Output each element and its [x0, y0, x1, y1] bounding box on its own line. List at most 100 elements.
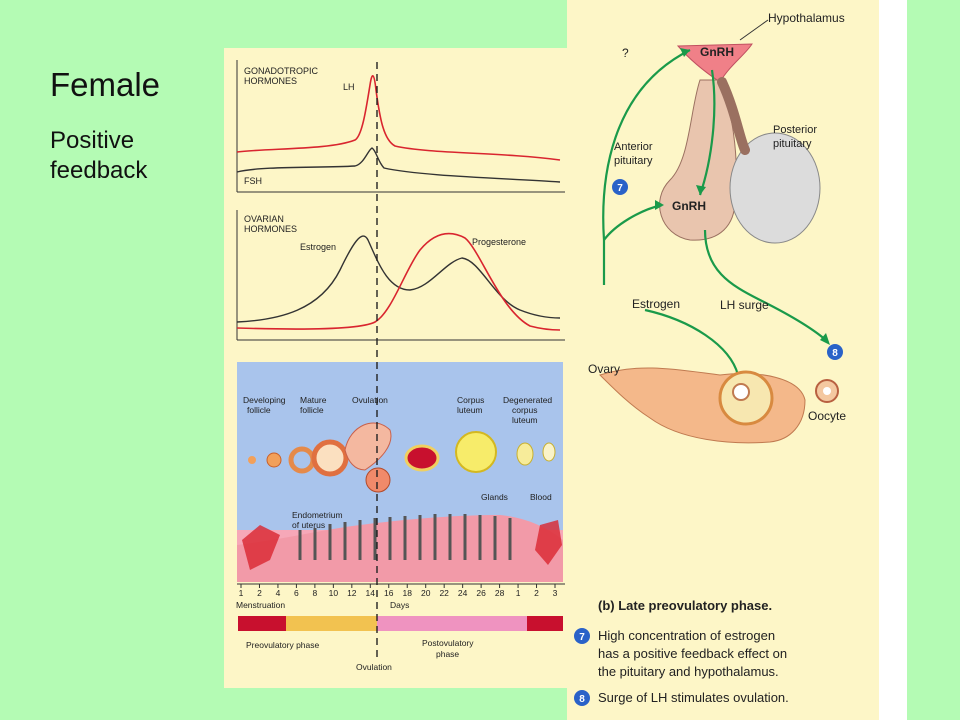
days-label: Days: [390, 600, 409, 610]
gnrh-top-label: GnRH: [700, 45, 734, 59]
caption-7-line-2: has a positive feedback effect on: [598, 646, 787, 661]
step-7-marker: [612, 179, 628, 195]
mature-label-1: Mature: [300, 395, 327, 405]
degenerating-luteum-1: [516, 442, 534, 466]
step-7-number: 7: [617, 183, 623, 194]
postovulatory-label-2: phase: [436, 649, 459, 659]
posterior-label-2: pituitary: [773, 138, 812, 150]
ovarian-heading-2: HORMONES: [244, 224, 297, 234]
feedback-diagram: Hypothalamus ? GnRH GnRH Anterior pituit…: [574, 11, 846, 706]
caption-8-number: 8: [579, 694, 585, 705]
ovarian-chart: OVARIAN HORMONES Estrogen Progesterone: [236, 210, 565, 341]
gonadotropic-chart: GONADOTROPIC HORMONES LH FSH: [236, 60, 565, 193]
progesterone-curve: [236, 232, 561, 331]
bottom-ovulation-label: Ovulation: [356, 662, 392, 672]
ovarian-heading-1: OVARIAN: [244, 214, 284, 224]
oocyte-nucleus: [823, 387, 831, 395]
day-tick-label: 16: [384, 588, 394, 598]
arrowhead-3: [655, 200, 664, 210]
hypothalamus-label: Hypothalamus: [768, 11, 845, 25]
endometrium-label-2: of uterus: [292, 520, 325, 530]
caption-7-line-3: the pituitary and hypothalamus.: [598, 664, 779, 679]
hypothalamus-leader: [739, 19, 769, 41]
gonad-heading-2: HORMONES: [244, 76, 297, 86]
blood-left: [242, 525, 280, 570]
caption-7-marker: [574, 628, 590, 644]
estrogen-curve: [236, 235, 561, 323]
released-oocyte: [365, 467, 391, 493]
preovulatory-label: Preovulatory phase: [246, 640, 320, 650]
glands-label: Glands: [481, 492, 508, 502]
corpus-label-1: Corpus: [457, 395, 484, 405]
day-tick-label: 2: [534, 588, 539, 598]
follicle-1: [248, 456, 256, 464]
mature-follicle: [311, 439, 349, 477]
caption-8-marker: [574, 690, 590, 706]
day-tick-label: 20: [421, 588, 431, 598]
day-tick-label: 18: [403, 588, 413, 598]
day-tick-label: 2: [257, 588, 262, 598]
ovary-label: Ovary: [588, 362, 620, 376]
day-tick-label: 4: [276, 588, 281, 598]
blood-label: Blood: [530, 492, 552, 502]
degenerating-luteum-2: [542, 442, 556, 462]
caption-title: (b) Late preovulatory phase.: [598, 598, 772, 613]
day-tick-label: 14: [366, 588, 376, 598]
caption-7-line-1: High concentration of estrogen: [598, 628, 775, 643]
estrogen-diagram-label: Estrogen: [632, 297, 680, 311]
day-tick-label: 26: [476, 588, 486, 598]
fsh-label: FSH: [244, 176, 262, 186]
estrogen-label: Estrogen: [300, 242, 336, 252]
anterior-label-1: Anterior: [614, 141, 653, 153]
degen-label-1: Degenerated: [503, 395, 552, 405]
postovulatory-bar: [377, 616, 527, 631]
day-tick-label: 8: [313, 588, 318, 598]
degen-label-2: corpus: [512, 405, 538, 415]
day-tick-label: 12: [347, 588, 357, 598]
follicle-2: [266, 452, 282, 468]
menstruation-bar: [238, 616, 286, 631]
developing-label-2: follicle: [247, 405, 271, 415]
posterior-pituitary-shape: [729, 132, 821, 244]
gonad-heading-1: GONADOTROPIC: [244, 66, 319, 76]
posterior-label-1: Posterior: [773, 124, 817, 136]
ovary-shape: [599, 367, 806, 444]
mature-label-2: follicle: [300, 405, 324, 415]
preovulatory-bar: [286, 616, 377, 631]
blood-right: [535, 520, 562, 565]
anterior-pituitary-shape: [659, 79, 737, 241]
progesterone-label: Progesterone: [472, 237, 526, 247]
day-tick-label: 10: [329, 588, 339, 598]
oocyte-label: Oocyte: [808, 409, 846, 423]
endometrium-label-1: Endometrium: [292, 510, 343, 520]
lh-surge-arrow: [703, 229, 829, 343]
lh-curve: [236, 75, 561, 161]
postovulatory-label-1: Postovulatory: [422, 638, 474, 648]
corpus-luteum: [455, 431, 497, 473]
cycle-ovulation-label: Ovulation: [352, 395, 388, 405]
developing-label-1: Developing: [243, 395, 286, 405]
gnrh-mid-label: GnRH: [672, 199, 706, 213]
estrogen-to-pituitary-arrow: [603, 203, 663, 241]
fsh-curve: [236, 147, 561, 183]
day-tick-label: 22: [439, 588, 449, 598]
day-tick-label: 28: [495, 588, 505, 598]
arrowhead-1: [680, 48, 690, 57]
day-tick-label: 24: [458, 588, 468, 598]
caption-8-text: Surge of LH stimulates ovulation.: [598, 690, 789, 705]
day-tick-label: 1: [516, 588, 521, 598]
day-tick-label: 1: [239, 588, 244, 598]
menstruation-bar-2: [527, 616, 563, 631]
gnrh-descending-arrow: [698, 69, 716, 196]
white-margin: [879, 0, 907, 720]
caption-7-number: 7: [579, 632, 585, 643]
slide-subtitle: Positive feedback: [50, 127, 148, 184]
corpus-label-2: luteum: [457, 405, 483, 415]
lh-label: LH: [343, 82, 355, 92]
day-tick-label: 6: [294, 588, 299, 598]
pituitary-stalk: [717, 77, 750, 155]
step-8-marker: [827, 344, 843, 360]
estrogen-from-ovary-arrow: [644, 308, 740, 376]
